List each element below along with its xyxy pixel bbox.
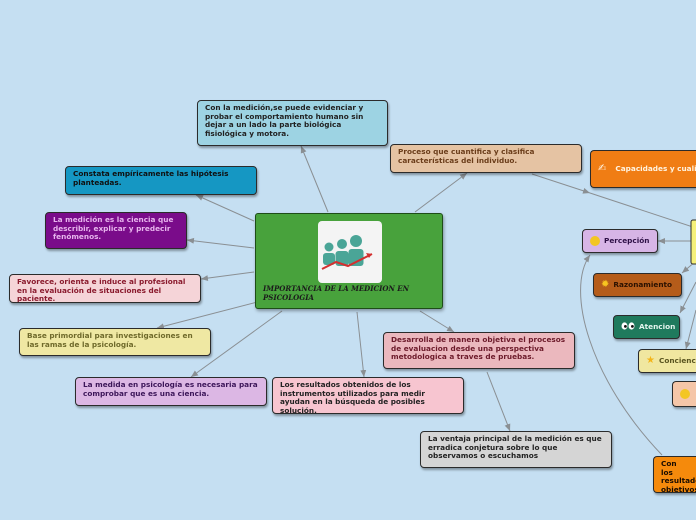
node-n4-text: Favorece, orienta e induce al profesiona… <box>17 277 186 303</box>
node-n14[interactable]: Atencion <box>613 315 680 339</box>
hub-node-edge <box>690 219 696 265</box>
sun-icon: ✹ <box>601 278 610 290</box>
node-n5[interactable]: Base primordial para investigaciones en … <box>19 328 211 356</box>
node-n7[interactable]: Los resultados obtenidos de los instrume… <box>272 377 464 414</box>
edge-loop-to-n12 <box>580 254 663 456</box>
node-n16[interactable]: Con los resultados objetivos, para decis… <box>653 456 696 493</box>
edge-n11-to-hub <box>589 192 696 229</box>
node-n12[interactable]: Percepción <box>582 229 658 253</box>
node-n7-text: Los resultados obtenidos de los instrume… <box>280 380 426 414</box>
node-n9-text: La ventaja principal de la medición es q… <box>428 434 602 461</box>
edge-to-n15 <box>684 309 696 350</box>
edge-to-n10 <box>414 172 468 213</box>
edge-to-n11 <box>531 173 591 194</box>
edge-to-n3 <box>186 237 255 249</box>
node-n14-text: Atencion <box>639 321 676 331</box>
node-n15[interactable]: ★ Conciencia <box>638 349 696 373</box>
node-n11[interactable]: ✍ Capacidades y cualidades del individuo… <box>590 150 696 188</box>
node-n5-text: Base primordial para investigaciones en … <box>27 331 193 349</box>
edge-to-n5 <box>156 299 266 330</box>
edge-to-n7 <box>356 311 367 378</box>
node-n6[interactable]: La medida en psicología es necesaria par… <box>75 377 267 406</box>
node-n12-text: Percepción <box>604 235 650 245</box>
node-n13-text: Razonamiento <box>613 279 673 289</box>
star-icon: ★ <box>646 354 655 366</box>
node-n8-text: Desarrolla de manera objetiva el proceso… <box>391 335 566 362</box>
node-n3[interactable]: La medición es la ciencia que describir,… <box>45 212 187 249</box>
node-n10[interactable]: Proceso que cuantifica y clasifica carac… <box>390 144 582 173</box>
edge-to-n1 <box>300 145 329 213</box>
node-n1[interactable]: Con la medición,se puede evidenciar y pr… <box>197 100 388 146</box>
node-n6-text: La medida en psicología es necesaria par… <box>83 380 258 398</box>
edge-to-n6 <box>190 310 283 378</box>
smiling-face-icon <box>590 236 600 246</box>
writing-hand-icon: ✍ <box>598 162 607 174</box>
confused-face-icon <box>679 389 690 399</box>
central-topic-title: IMPORTANCIA DE LA MEDICION EN PSICOLOGIA <box>263 284 410 302</box>
node-n9[interactable]: La ventaja principal de la medición es q… <box>420 431 612 468</box>
edge-to-n8 <box>419 310 455 333</box>
node-n3-text: La medición es la ciencia que describir,… <box>53 215 174 242</box>
confused-face-node[interactable] <box>672 381 696 407</box>
node-n13[interactable]: ✹ Razonamiento <box>593 273 682 297</box>
node-n4[interactable]: Favorece, orienta e induce al profesiona… <box>9 274 201 303</box>
team-growth-chart-icon <box>318 221 382 283</box>
node-n2[interactable]: Constata empíricamente las hipótesis pla… <box>65 166 257 195</box>
node-n8[interactable]: Desarrolla de manera objetiva el proceso… <box>383 332 575 369</box>
central-topic[interactable]: IMPORTANCIA DE LA MEDICION EN PSICOLOGIA <box>255 213 443 309</box>
node-n11-text: Capacidades y cualidades del individuo, … <box>615 163 696 173</box>
node-n1-text: Con la medición,se puede evidenciar y pr… <box>205 103 364 138</box>
node-n16-text: Con los resultados objetivos, para decis… <box>661 459 696 493</box>
eyes-icon <box>621 322 635 333</box>
node-n10-text: Proceso que cuantifica y clasifica carac… <box>398 147 535 165</box>
edge-to-n14 <box>679 281 696 314</box>
node-n15-text: Conciencia <box>658 355 696 365</box>
edge-to-n4 <box>200 271 255 282</box>
edge-to-n9 <box>486 371 511 432</box>
edge-to-n2 <box>195 194 255 222</box>
node-n2-text: Constata empíricamente las hipótesis pla… <box>73 169 229 187</box>
